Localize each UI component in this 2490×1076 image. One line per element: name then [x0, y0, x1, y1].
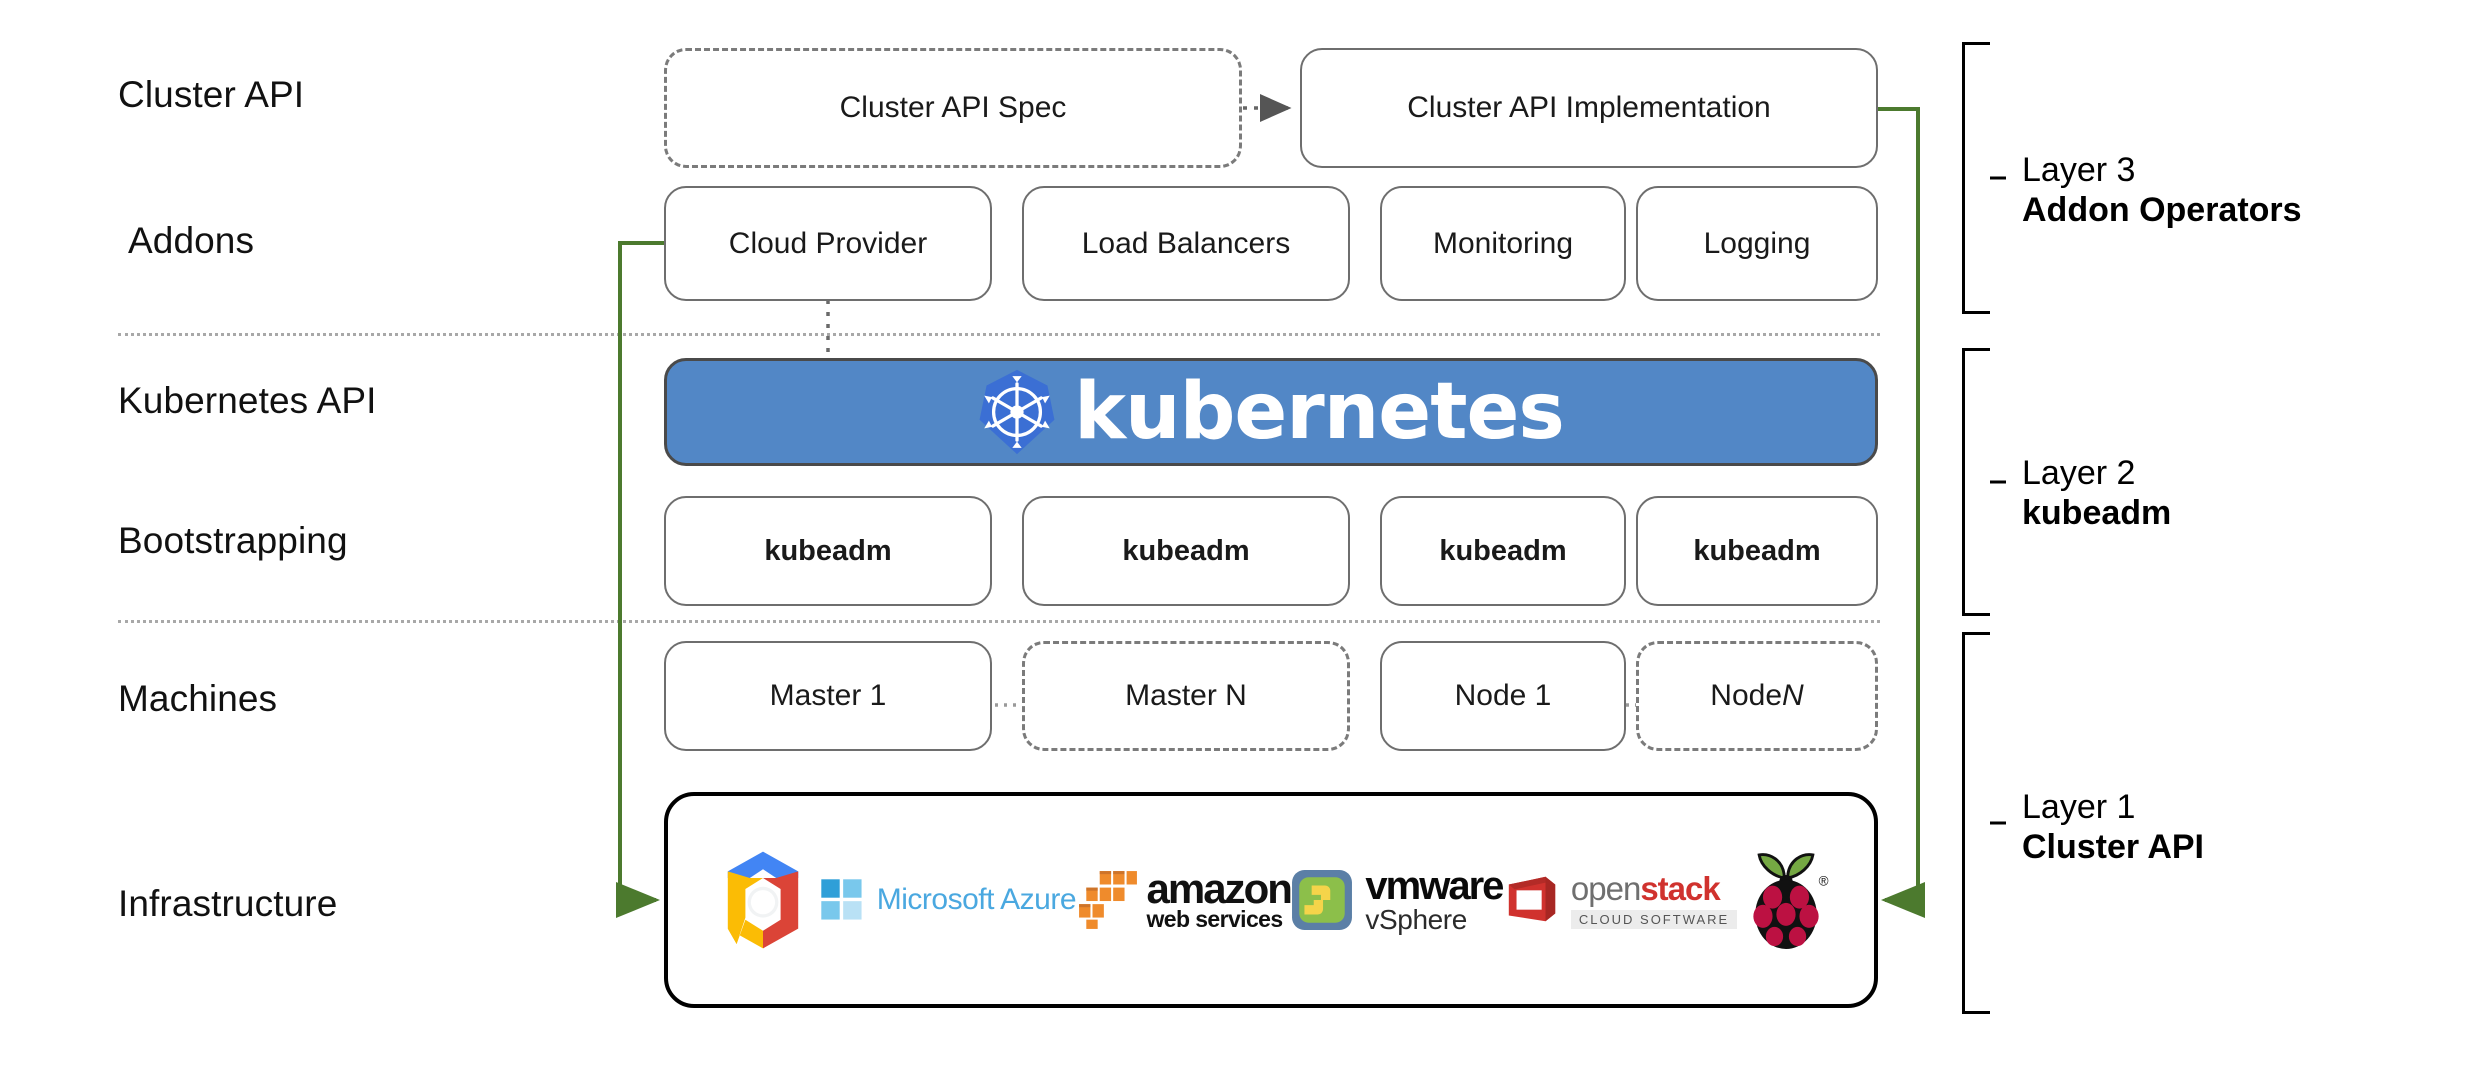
layer-3-line1: Layer 3 [2022, 151, 2136, 189]
vsphere-text: vSphere [1365, 904, 1467, 935]
row-label-addons: Addons [128, 220, 255, 261]
openstack-open-text: open [1570, 869, 1641, 907]
row-label-infrastructure: Infrastructure [118, 883, 338, 924]
layer-1-line2: Cluster API [2022, 828, 2205, 867]
svg-text:®: ® [1818, 874, 1828, 889]
addon-box-cloud-provider[interactable]: Cloud Provider [664, 186, 992, 301]
web-services-text: web services [1146, 906, 1284, 933]
kubeadm-box-1[interactable]: kubeadm [664, 496, 992, 606]
openstack-stack-text: stack [1640, 869, 1720, 907]
amazon-text: amazon [1146, 865, 1293, 913]
kubernetes-helm-icon [978, 368, 1056, 456]
layer-3-line2: Addon Operators [2022, 191, 2302, 230]
row-label-cluster-api: Cluster API [118, 74, 305, 115]
bracket-layer-3 [1962, 42, 1990, 314]
layer-1-line1: Layer 1 [2022, 788, 2136, 826]
divider-layer3-layer2 [118, 333, 1880, 336]
kubeadm-box-4[interactable]: kubeadm [1636, 496, 1878, 606]
raspberry-pi-logo: ® [1738, 847, 1834, 953]
addon-box-load-balancers[interactable]: Load Balancers [1022, 186, 1350, 301]
divider-layer2-layer1 [118, 620, 1880, 623]
microsoft-azure-text: Microsoft Azure [876, 883, 1077, 916]
row-label-machines: Machines [118, 678, 278, 719]
kubernetes-wordmark: kubernetes [1074, 367, 1565, 457]
kubeadm-box-2[interactable]: kubeadm [1022, 496, 1350, 606]
bracket-layer-1 [1962, 632, 1990, 1014]
cluster-api-implementation-box[interactable]: Cluster API Implementation [1300, 48, 1878, 168]
kubernetes-banner[interactable]: kubernetes [664, 358, 1878, 466]
microsoft-azure-logo: Microsoft Azure [819, 877, 1077, 923]
addon-box-logging[interactable]: Logging [1636, 186, 1878, 301]
openstack-logo: openstack CLOUD SOFTWARE [1503, 869, 1738, 929]
cluster-api-spec-box[interactable]: Cluster API Spec [664, 48, 1242, 168]
google-cloud-platform-icon [708, 845, 818, 955]
vmware-vsphere-logo: vmware vSphere [1291, 864, 1504, 935]
machine-label-node-n: Node [1710, 679, 1783, 712]
machine-box-master-1[interactable]: Master 1 [664, 641, 992, 751]
layer-2-line2: kubeadm [2022, 494, 2172, 533]
row-label-bootstrapping: Bootstrapping [118, 520, 348, 561]
layer-label-layer-3: Layer 3 Addon Operators [2022, 150, 2302, 230]
machine-label-node-n-suffix: N [1782, 679, 1804, 712]
machine-box-node-1[interactable]: Node 1 [1380, 641, 1626, 751]
kubeadm-box-3[interactable]: kubeadm [1380, 496, 1626, 606]
bracket-layer-2 [1962, 348, 1990, 616]
openstack-cloud-software-text: CLOUD SOFTWARE [1570, 909, 1738, 929]
vmware-text: vmware [1365, 864, 1504, 908]
machine-box-master-n[interactable]: Master N [1022, 641, 1350, 751]
machine-box-node-n[interactable]: Node N [1636, 641, 1878, 751]
infrastructure-panel[interactable]: Microsoft Azure amazon [664, 792, 1878, 1008]
amazon-web-services-logo: amazon web services [1077, 865, 1293, 933]
layer-label-layer-1: Layer 1 Cluster API [2022, 787, 2204, 867]
addon-box-monitoring[interactable]: Monitoring [1380, 186, 1626, 301]
row-label-kubernetes-api: Kubernetes API [118, 380, 377, 421]
layer-2-line1: Layer 2 [2022, 454, 2136, 492]
layer-label-layer-2: Layer 2 kubeadm [2022, 453, 2171, 533]
